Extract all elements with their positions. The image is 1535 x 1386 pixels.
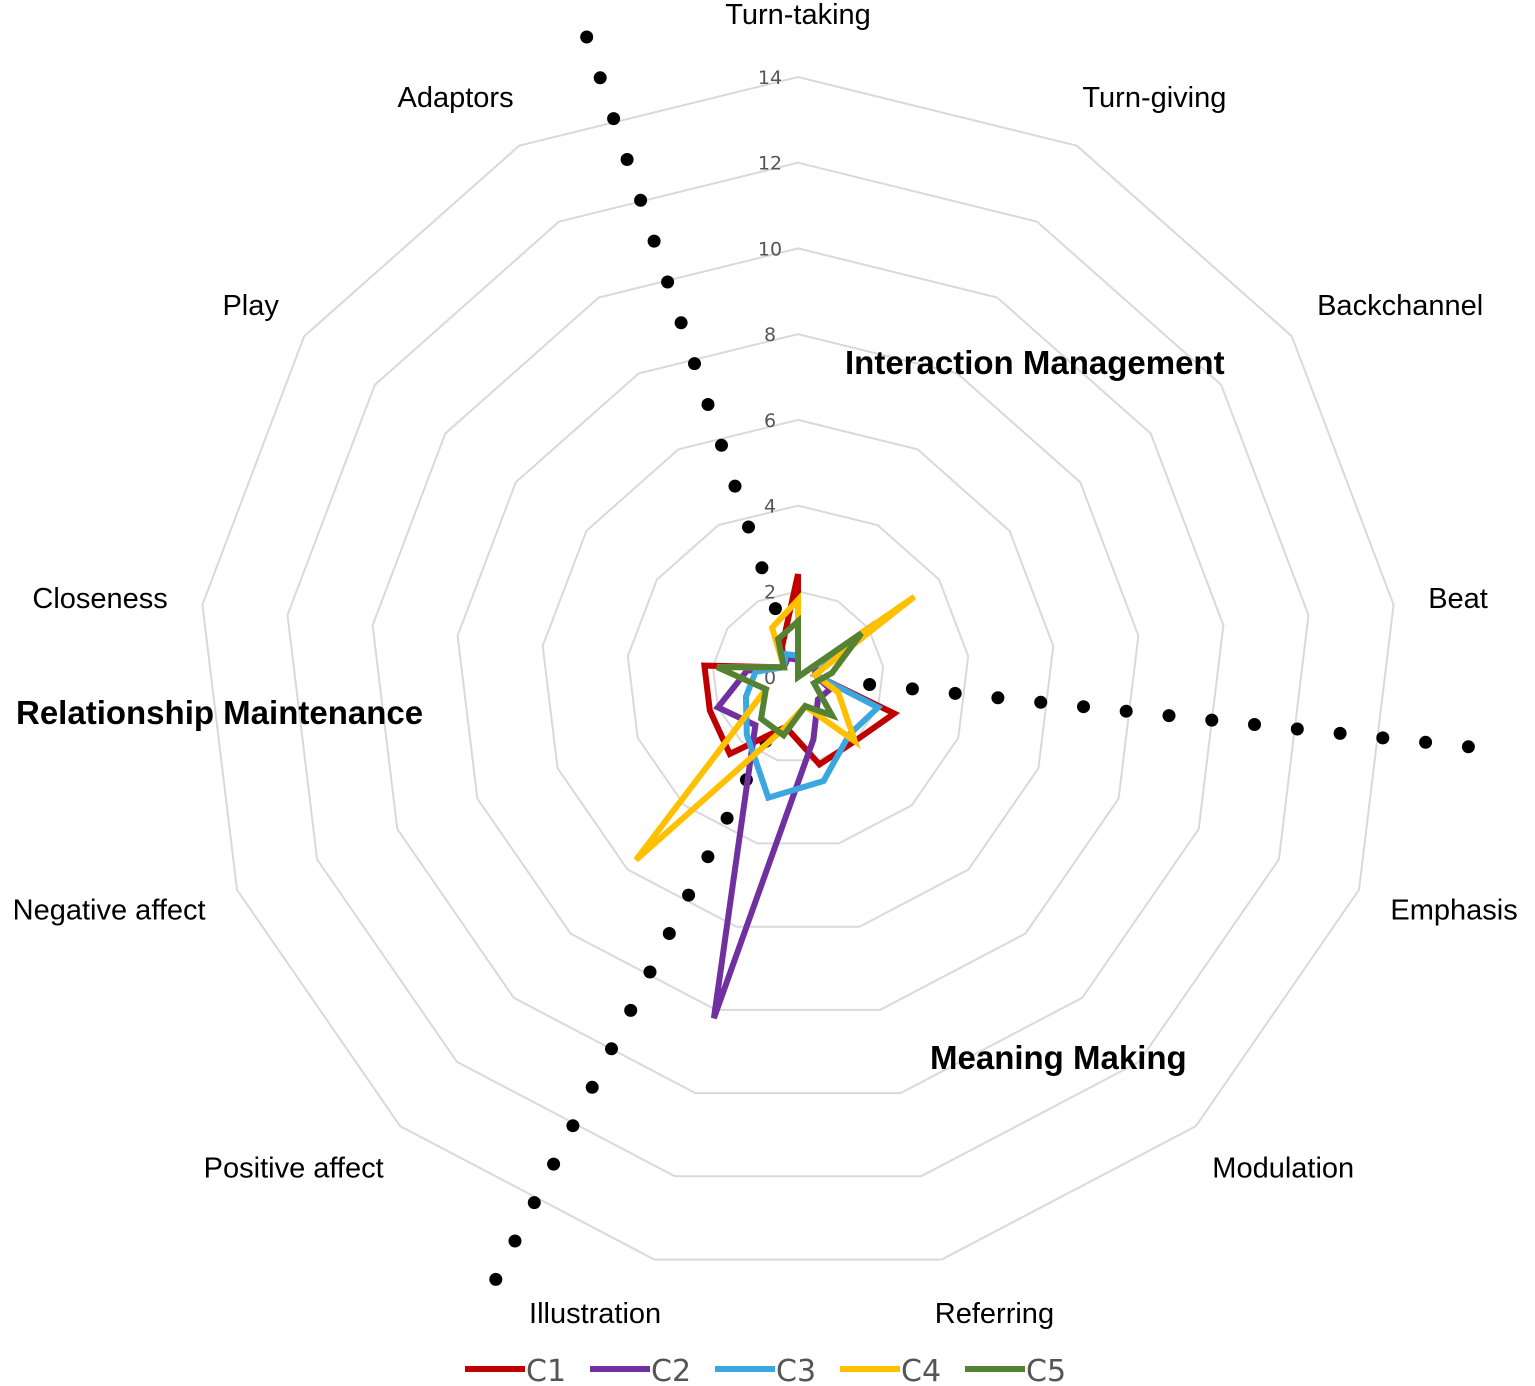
divider-dot (1461, 740, 1475, 754)
axis-label-1: Turn-giving (1082, 82, 1226, 114)
divider-dot (585, 1080, 599, 1094)
divider-dot (624, 1003, 638, 1017)
tick-label-2: 4 (764, 496, 776, 518)
group-label-interaction-management: Interaction Management (845, 344, 1225, 381)
axis-label-8: Positive affect (204, 1152, 384, 1184)
grid-ring-7 (201, 75, 1395, 1261)
series-line-c3 (742, 633, 884, 802)
legend-label-c1: C1 (526, 1354, 566, 1386)
divider-dot (768, 602, 782, 616)
divider-dot (1419, 735, 1433, 749)
group-labels: Interaction Management Meaning Making Re… (16, 344, 1225, 1076)
tick-label-3: 6 (764, 410, 776, 432)
divider-dot (508, 1234, 522, 1248)
radar-grid (201, 75, 1395, 1261)
divider-dot (701, 398, 715, 411)
axis-label-2: Backchannel (1317, 290, 1483, 322)
axis-label-9: Negative affect (13, 894, 206, 926)
grid-ring-4 (456, 333, 1140, 1011)
divider-dot (715, 438, 728, 452)
divider-dot (661, 275, 675, 289)
group-label-meaning-making: Meaning Making (930, 1039, 1187, 1076)
divider-dot (607, 112, 621, 126)
divider-dot (688, 357, 701, 371)
tick-label-1: 2 (764, 581, 776, 603)
legend-label-c5: C5 (1026, 1354, 1066, 1386)
group-dividers (489, 30, 1475, 1286)
grid-ring-3 (541, 418, 1055, 928)
divider-dot (742, 520, 755, 534)
grid-ring-6 (286, 161, 1310, 1178)
legend-item-c1: C1 (465, 1354, 566, 1386)
axis-label-6: Referring (935, 1298, 1054, 1330)
tick-label-4: 8 (764, 324, 776, 346)
group-label-relationship-maintenance: Relationship Maintenance (16, 694, 423, 731)
divider-dot (682, 888, 696, 902)
series-lines (633, 573, 917, 1020)
legend-label-c2: C2 (651, 1354, 691, 1386)
tick-label-7: 14 (758, 67, 782, 89)
divider-dot (620, 153, 634, 166)
divider-dot (662, 927, 676, 940)
axis-label-7: Illustration (529, 1298, 661, 1330)
axis-label-11: Play (222, 290, 279, 322)
divider-dot (605, 1042, 618, 1056)
divider-dot (991, 691, 1005, 705)
axis-label-12: Adaptors (398, 82, 514, 114)
axis-label-10: Closeness (32, 583, 167, 615)
divider-dot (728, 479, 742, 493)
axis-label-3: Beat (1428, 583, 1488, 615)
divider-dot (1119, 704, 1133, 718)
axis-labels: Turn-taking Turn-giving Backchannel Beat… (13, 0, 1518, 1330)
tick-label-5: 10 (758, 238, 782, 260)
divider-dot (720, 811, 734, 825)
axis-label-0: Turn-taking (725, 0, 871, 31)
divider-dot (1034, 695, 1048, 709)
divider-dot (1248, 718, 1261, 731)
divider-dot (580, 30, 594, 44)
grid-ring-2 (626, 504, 970, 845)
grid-ring-5 (371, 247, 1225, 1095)
radial-ticks: 0 2 4 6 8 10 12 14 (758, 67, 782, 689)
tick-label-6: 12 (758, 153, 782, 175)
axis-label-5: Modulation (1212, 1152, 1354, 1184)
axis-label-4: Emphasis (1390, 894, 1517, 926)
legend-item-c3: C3 (715, 1354, 816, 1386)
series-line-c5 (715, 614, 864, 740)
divider-dot (1290, 722, 1304, 736)
divider-dot (948, 686, 962, 700)
divider-dot (863, 678, 877, 691)
divider-dot (643, 965, 657, 979)
legend-label-c4: C4 (901, 1354, 941, 1386)
divider-dot (593, 71, 607, 85)
divider-dot (547, 1157, 561, 1171)
divider-dot (634, 193, 648, 207)
divider-dot (674, 316, 688, 330)
legend-label-c3: C3 (776, 1354, 816, 1386)
divider-dot (1077, 700, 1090, 714)
divider-dot (1162, 709, 1176, 723)
divider-dot (527, 1196, 541, 1210)
legend-item-c2: C2 (590, 1354, 691, 1386)
divider-dot (489, 1272, 503, 1286)
divider-dot (755, 561, 769, 575)
divider-dot (905, 682, 919, 696)
divider-dot (647, 234, 661, 248)
legend-item-c5: C5 (965, 1354, 1066, 1386)
legend: C1 C2 C3 C4 C5 (465, 1354, 1066, 1386)
divider-dot (1205, 713, 1219, 727)
divider-dot (1376, 731, 1390, 745)
divider-dot (1333, 726, 1347, 740)
divider-dot (701, 850, 715, 864)
divider-dot (566, 1119, 580, 1133)
legend-item-c4: C4 (840, 1354, 941, 1386)
